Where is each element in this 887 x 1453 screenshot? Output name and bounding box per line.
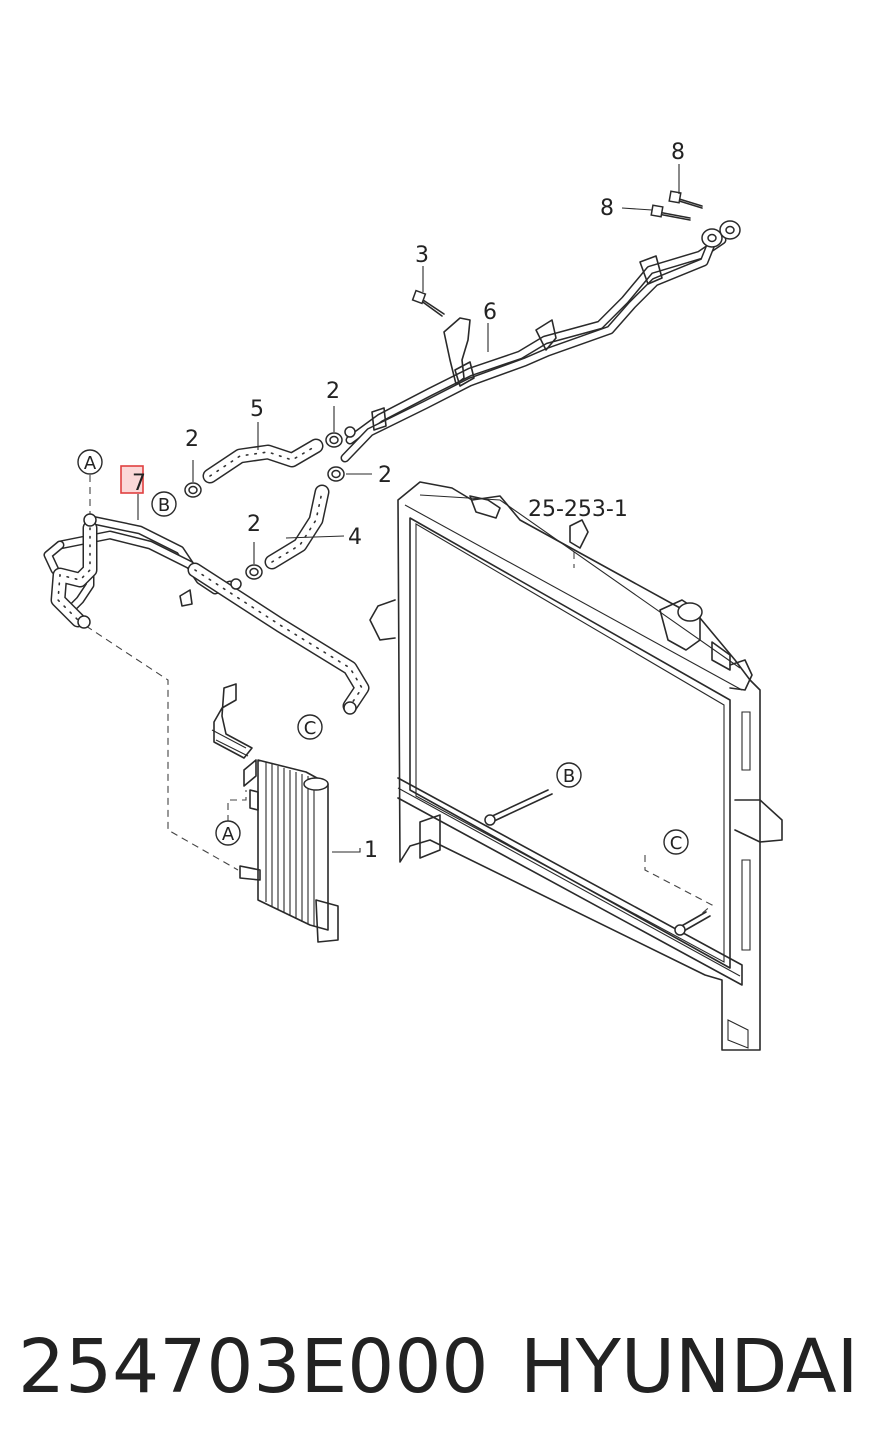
callout-4: 4: [348, 525, 362, 550]
connector-b-left: B: [158, 495, 170, 516]
connector-markers: A A B B C C: [77, 449, 689, 855]
connector-c-right: C: [670, 833, 683, 854]
oil-cooler: [211, 683, 339, 943]
callout-3: 3: [415, 243, 429, 268]
callout-1: 1: [364, 838, 378, 863]
callout-2a: 2: [185, 427, 199, 452]
connector-c-left: C: [304, 718, 317, 739]
connector-a-bottom: A: [222, 824, 235, 845]
callout-2b: 2: [326, 379, 340, 404]
connector-a-top: A: [84, 453, 97, 474]
highlight-box: [120, 465, 144, 494]
radiator-assembly: [369, 481, 783, 1051]
dashed-leader-lines: [85, 475, 713, 916]
callout-8b: 8: [671, 140, 685, 165]
hose-4: [264, 484, 330, 570]
caption: 254703E000 HYUNDAI: [18, 1324, 859, 1410]
bolts: [411, 190, 703, 317]
reference-label: 25-253-1: [528, 497, 628, 522]
callout-5: 5: [250, 397, 264, 422]
hose-clamps: [184, 432, 345, 580]
callout-2c: 2: [378, 463, 392, 488]
oil-cooler-fins: [265, 762, 315, 926]
oil-cooler-pipe-7: [43, 513, 370, 715]
callout-6: 6: [483, 300, 497, 325]
part-callouts: 1 2 2 2 2 3 4 5 6 7 8 8 25-253-1: [120, 140, 685, 863]
callout-7: 7: [132, 471, 146, 496]
callout-8a: 8: [600, 196, 614, 221]
oil-cooler-tube-6: [340, 220, 741, 463]
connector-b-right: B: [563, 766, 575, 787]
leader-lines: [137, 164, 680, 853]
part-number: 254703E000: [18, 1324, 489, 1410]
callout-2d: 2: [247, 512, 261, 537]
hose-5: [202, 438, 324, 484]
brand-name: HYUNDAI: [520, 1324, 859, 1410]
